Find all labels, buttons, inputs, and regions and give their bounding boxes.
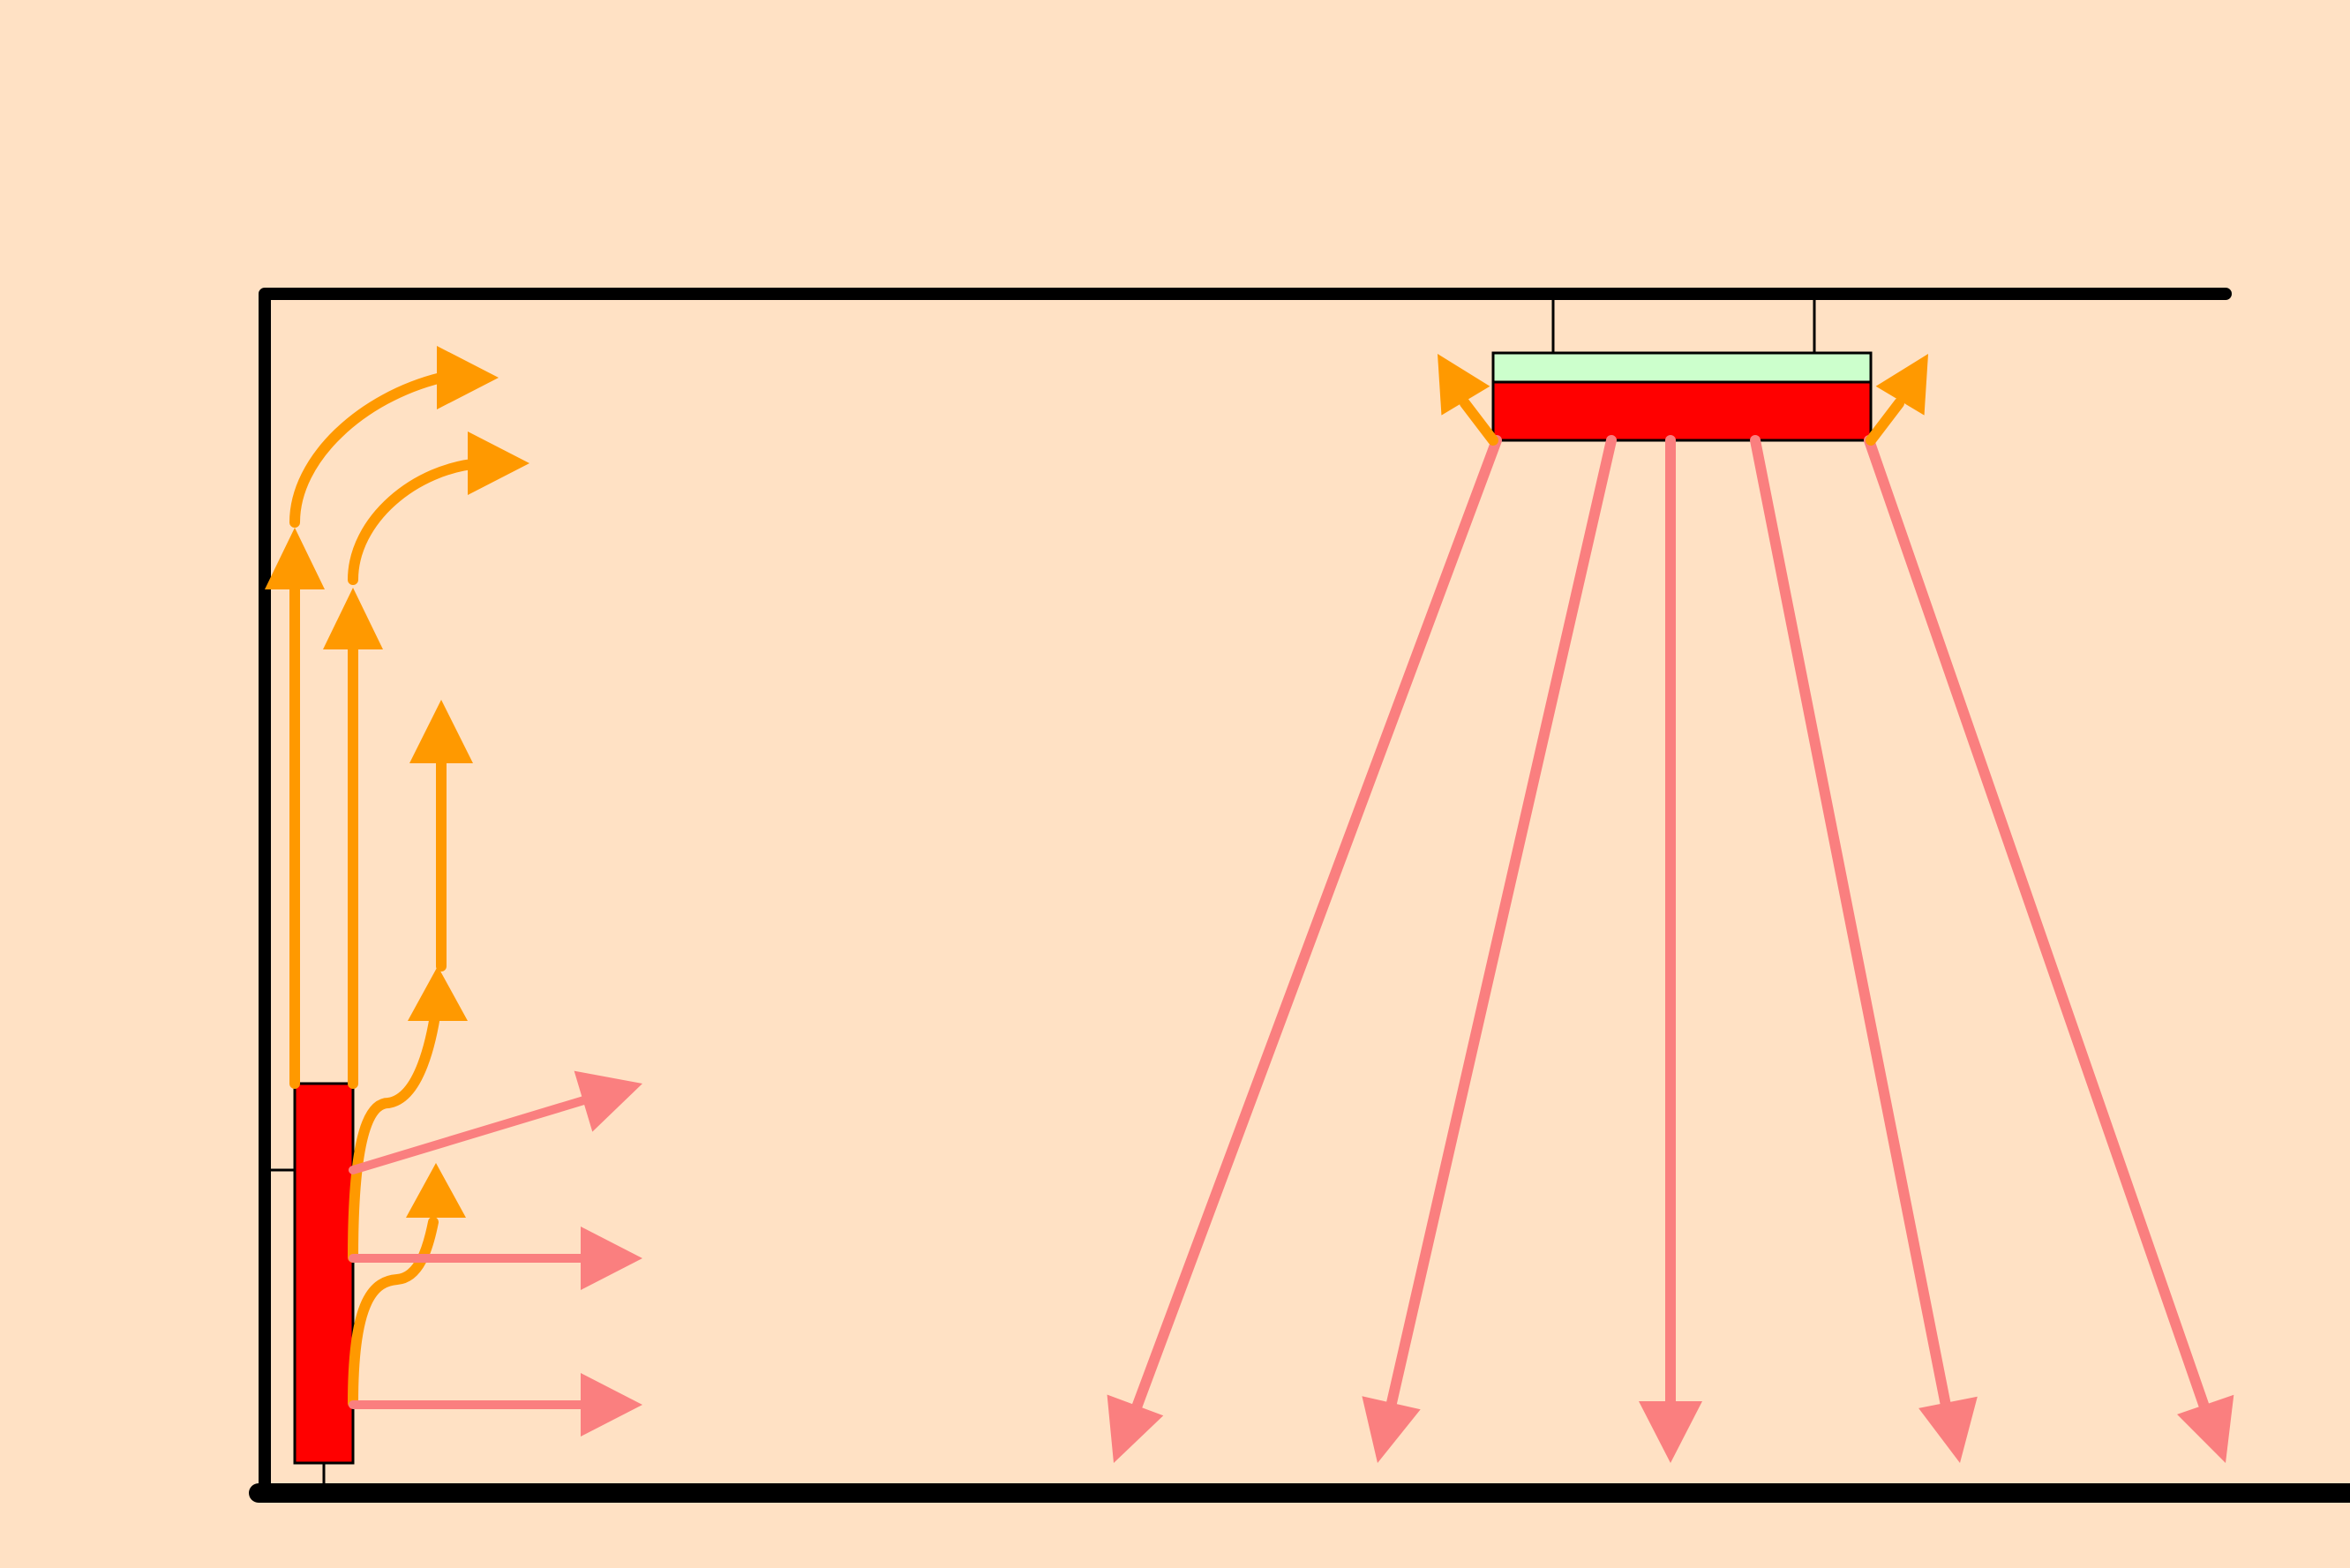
convection-arrow-6 <box>1438 354 1498 446</box>
convection-arrow-4 <box>409 700 473 972</box>
radiation-arrow-5-head <box>1362 1396 1421 1463</box>
wall-radiation-arrows <box>349 1070 642 1437</box>
convection-arrow-6-head <box>1438 354 1490 416</box>
radiation-arrow-6 <box>1639 435 1702 1463</box>
convection-arrow-7 <box>1866 354 1928 446</box>
radiation-arrow-3 <box>349 1373 642 1437</box>
convection-arrow-1 <box>289 346 499 1089</box>
convection-arrow-1-shaft <box>289 372 447 1089</box>
convection-arrow-2-head-up <box>323 588 383 676</box>
radiation-arrow-1-shaft <box>349 1095 591 1174</box>
convection-arrow-4-head <box>409 700 473 763</box>
radiation-arrow-1-head <box>574 1070 642 1132</box>
radiation-arrow-8 <box>1864 435 2234 1463</box>
wall-radiator-panel <box>271 1082 355 1487</box>
radiation-arrow-7-head <box>1918 1396 1978 1463</box>
ceiling-radiant-panel <box>1491 298 1873 442</box>
ceiling-line <box>259 288 2232 1497</box>
convection-arrow-1-head <box>437 346 499 409</box>
radiation-arrow-5 <box>1362 435 1617 1463</box>
radiation-arrow-4 <box>1107 435 1502 1463</box>
radiation-arrow-3-head <box>581 1373 642 1437</box>
radiation-arrow-6-head <box>1639 1401 1702 1463</box>
convection-arrow-5-head <box>406 1163 466 1218</box>
wall-radiator-body <box>293 1082 355 1465</box>
convection-arrow-3-head <box>408 966 468 1021</box>
convection-arrow-5 <box>348 1163 466 1408</box>
convection-arrow-7-shaft <box>1866 398 1904 446</box>
radiation-arrow-4-shaft <box>1129 435 1502 1420</box>
convection-arrow-2 <box>348 431 529 1089</box>
convection-arrow-2-head <box>468 431 529 495</box>
radiation-arrow-1 <box>349 1070 642 1174</box>
radiation-arrow-8-head <box>2177 1394 2234 1463</box>
convection-arrow-1-head-up <box>265 528 325 623</box>
convection-arrow-2-head-up-head <box>323 588 383 649</box>
ceiling-reflector-plate <box>1491 351 1873 384</box>
radiation-arrow-8-shaft <box>1864 435 2212 1420</box>
radiation-arrow-2 <box>349 1227 642 1290</box>
convection-arrow-5-shaft <box>348 1217 439 1408</box>
radiation-arrow-5-shaft <box>1384 435 1617 1420</box>
radiation-arrow-7 <box>1750 435 1978 1463</box>
room-outline <box>249 288 2350 1503</box>
convection-arrow-2-shaft <box>348 458 486 1089</box>
radiation-arrow-4-head <box>1107 1394 1164 1463</box>
ceiling-convection-arrows <box>1438 354 1928 446</box>
convection-arrow-1-head-up-head <box>265 528 325 589</box>
convection-arrow-7-head <box>1875 354 1928 416</box>
wall-convection-arrows <box>265 346 529 1408</box>
convection-arrow-6-shaft <box>1460 398 1498 446</box>
radiation-arrow-7-shaft <box>1750 435 1953 1420</box>
radiation-arrow-2-head <box>581 1227 642 1290</box>
ceiling-radiation-arrows <box>1107 435 2234 1463</box>
ceiling-heater-body <box>1491 380 1873 442</box>
